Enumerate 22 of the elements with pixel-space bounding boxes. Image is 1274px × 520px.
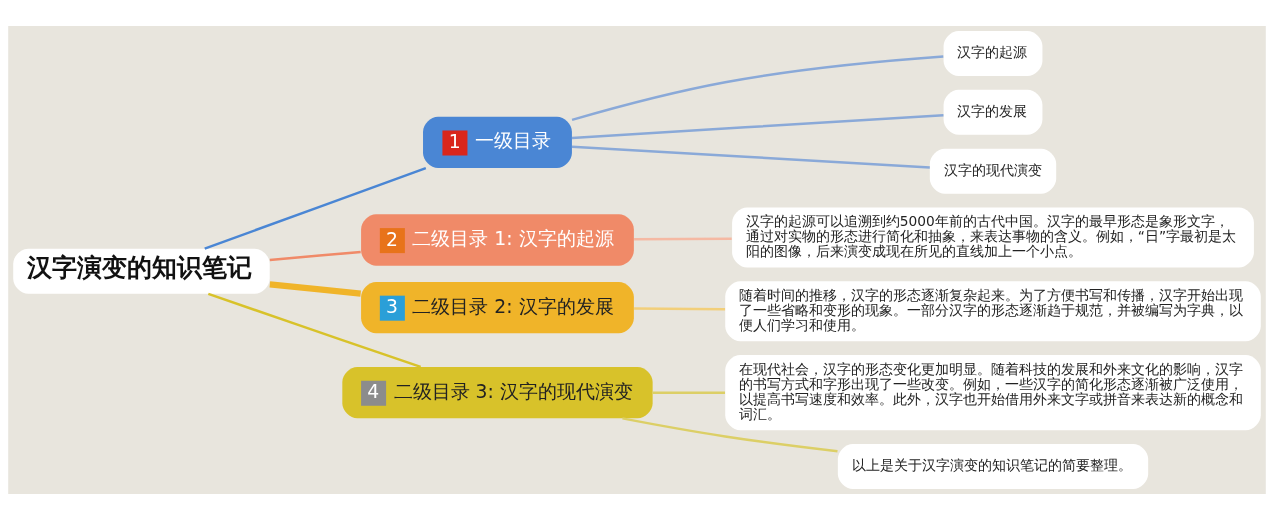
connector xyxy=(204,166,427,250)
node-box: 3 二级目录 2: 汉字的发展 xyxy=(361,281,634,334)
connector xyxy=(622,417,838,453)
connector xyxy=(634,307,726,311)
connector xyxy=(634,237,732,241)
connector xyxy=(571,114,944,140)
connector xyxy=(571,145,930,169)
node-box: 2 二级目录 1: 汉字的起源 xyxy=(361,214,634,266)
node-box: 汉字的发展 xyxy=(943,89,1043,135)
node-box: 汉字的现代演变 xyxy=(929,148,1057,194)
node-box: 汉字演变的知识笔记 xyxy=(13,248,270,294)
node-box: 在现代社会，汉字的形态变化更加明显。随着科技的发展和外来文化的影响，汉字的书写方式和字形出现了一些改变。例如，一些汉字的简化形态逐渐被广泛使用，以提高书写速度和效率。此外，汉字也开始借用外来文字或拼音来表达新的概念和词汇。 xyxy=(725,355,1261,431)
connector xyxy=(269,281,361,297)
node-box: 以上是关于汉字演变的知识笔记的简要整理。 xyxy=(837,443,1149,489)
connector xyxy=(269,250,361,262)
node-box: 1 一级目录 xyxy=(423,116,572,169)
connector xyxy=(652,391,725,394)
connector xyxy=(571,55,944,122)
node-box: 汉字的起源 xyxy=(943,31,1043,77)
node-box: 4 二级目录 3: 汉字的现代演变 xyxy=(342,367,653,419)
node-box: 随着时间的推移，汉字的形态逐渐复杂起来。为了方便书写和传播，汉字开始出现了一些省略和变形的现象。一部分汉字的形态逐渐趋于规范，并被编写为字典，以便人们学习和使用。 xyxy=(725,281,1261,342)
node-box: 汉字的起源可以追溯到约5000年前的古代中国。汉字的最早形态是象形文字，通过对实物的形态进行简化和抽象，来表达事物的含义。例如，“日”字最初是太阳的图像，后来演变成现在所见的直线加上一个小点。 xyxy=(732,207,1254,268)
